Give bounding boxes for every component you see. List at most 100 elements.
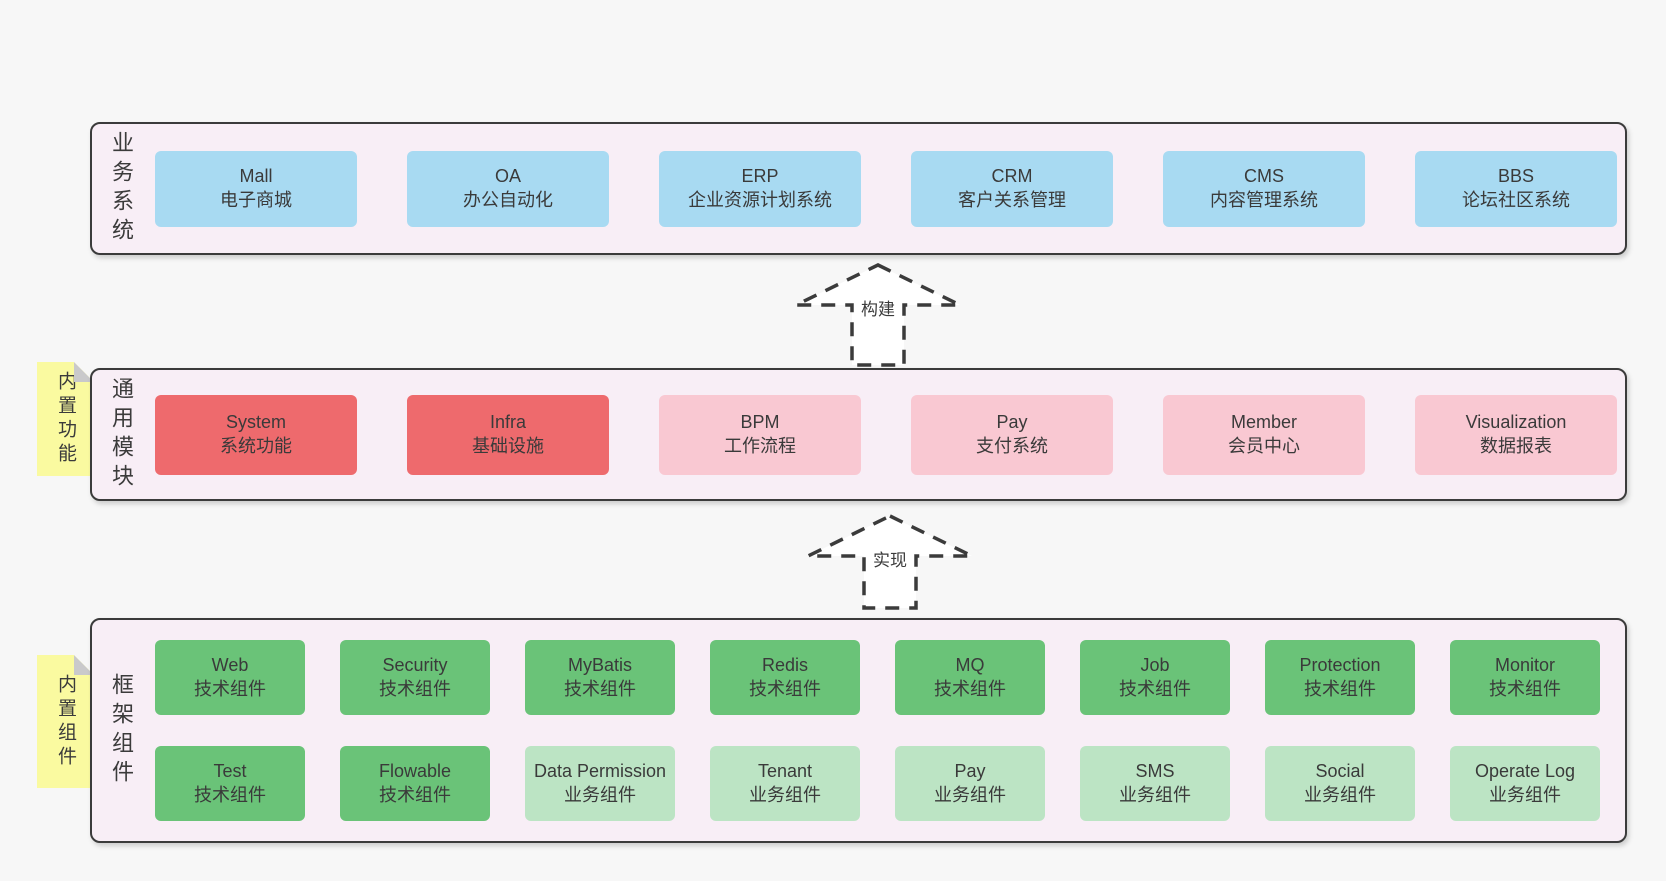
layer-side-label: 通用模块 xyxy=(109,376,134,493)
box-subtitle: 客户关系管理 xyxy=(958,189,1066,210)
box-subtitle: 业务组件 xyxy=(1304,784,1376,805)
layer-side-label: 业务系统 xyxy=(109,130,134,247)
implement-arrow: 实现 xyxy=(802,512,978,624)
sticky-note-builtin-components: 内置组件 xyxy=(37,655,94,788)
box-title: Test xyxy=(213,760,247,781)
box-title: Redis xyxy=(761,654,809,675)
sticky-note-label: 内置组件 xyxy=(55,673,76,770)
box-redis: Redis 技术组件 xyxy=(710,640,860,715)
box-subtitle: 技术组件 xyxy=(1119,678,1191,699)
box-job: Job 技术组件 xyxy=(1080,640,1230,715)
box-pay: Pay 业务组件 xyxy=(895,746,1045,821)
box-title: Member xyxy=(1230,411,1297,432)
box-title: Web xyxy=(211,654,249,675)
box-subtitle: 企业资源计划系统 xyxy=(688,189,832,210)
box-subtitle: 支付系统 xyxy=(976,435,1048,456)
box-bpm: BPM 工作流程 xyxy=(659,394,861,475)
box-title: Flowable xyxy=(378,760,452,781)
box-title: Tenant xyxy=(757,760,813,781)
box-title: OA xyxy=(494,165,521,186)
arrow-label: 构建 xyxy=(855,292,901,323)
box-social: Social 业务组件 xyxy=(1265,746,1415,821)
box-title: Security xyxy=(382,654,448,675)
box-subtitle: 业务组件 xyxy=(1489,784,1561,805)
box-protection: Protection 技术组件 xyxy=(1265,640,1415,715)
box-subtitle: 技术组件 xyxy=(934,678,1006,699)
box-data-permission: Data Permission 业务组件 xyxy=(525,746,675,821)
box-infra: Infra 基础设施 xyxy=(407,394,609,475)
box-title: Social xyxy=(1315,760,1365,781)
box-flowable: Flowable 技术组件 xyxy=(340,746,490,821)
arrow-label: 实现 xyxy=(867,543,913,574)
box-subtitle: 论坛社区系统 xyxy=(1462,189,1570,210)
box-title: BBS xyxy=(1497,165,1535,186)
box-subtitle: 工作流程 xyxy=(724,435,796,456)
box-title: Pay xyxy=(954,760,986,781)
box-title: MQ xyxy=(955,654,985,675)
build-arrow: 构建 xyxy=(790,261,966,373)
box-title: ERP xyxy=(741,165,779,186)
box-subtitle: 基础设施 xyxy=(472,435,544,456)
box-operate-log: Operate Log 业务组件 xyxy=(1450,746,1600,821)
box-crm: CRM 客户关系管理 xyxy=(911,150,1113,227)
box-title: Operate Log xyxy=(1474,760,1576,781)
box-subtitle: 业务组件 xyxy=(564,784,636,805)
box-subtitle: 业务组件 xyxy=(934,784,1006,805)
box-subtitle: 系统功能 xyxy=(220,435,292,456)
box-subtitle: 技术组件 xyxy=(194,678,266,699)
box-web: Web 技术组件 xyxy=(155,640,305,715)
box-mybatis: MyBatis 技术组件 xyxy=(525,640,675,715)
box-monitor: Monitor 技术组件 xyxy=(1450,640,1600,715)
box-title: System xyxy=(225,411,286,432)
box-title: MyBatis xyxy=(567,654,632,675)
box-title: Mall xyxy=(239,165,273,186)
box-title: Infra xyxy=(489,411,527,432)
box-system: System 系统功能 xyxy=(155,394,357,475)
box-row: Test 技术组件 Flowable 技术组件 Data Permission 业务组件 T… xyxy=(155,746,1613,821)
layer-business-systems: 业务系统 Mall 电子商城 OA 办公自动化 ERP 企业资源计划系统 CRM 客户关系管理… xyxy=(90,122,1627,255)
box-subtitle: 电子商城 xyxy=(220,189,292,210)
box-subtitle: 办公自动化 xyxy=(463,189,553,210)
box-subtitle: 技术组件 xyxy=(194,784,266,805)
box-security: Security 技术组件 xyxy=(340,640,490,715)
box-subtitle: 技术组件 xyxy=(379,784,451,805)
box-subtitle: 技术组件 xyxy=(379,678,451,699)
layer-side-label: 框架组件 xyxy=(109,672,134,789)
box-pay: Pay 支付系统 xyxy=(911,394,1113,475)
box-title: Pay xyxy=(996,411,1028,432)
box-title: Data Permission xyxy=(533,760,667,781)
box-subtitle: 数据报表 xyxy=(1480,435,1552,456)
box-erp: ERP 企业资源计划系统 xyxy=(659,150,861,227)
box-subtitle: 技术组件 xyxy=(1304,678,1376,699)
box-title: BPM xyxy=(740,411,780,432)
box-title: Visualization xyxy=(1465,411,1567,432)
box-bbs: BBS 论坛社区系统 xyxy=(1415,150,1617,227)
box-test: Test 技术组件 xyxy=(155,746,305,821)
sticky-note-builtin-features: 内置功能 xyxy=(37,362,94,476)
box-rows-modules: System 系统功能 Infra 基础设施 BPM 工作流程 Pay 支付系统 Member 会… xyxy=(155,370,1617,499)
box-title: Job xyxy=(1140,654,1170,675)
box-mq: MQ 技术组件 xyxy=(895,640,1045,715)
box-subtitle: 业务组件 xyxy=(1119,784,1191,805)
box-subtitle: 技术组件 xyxy=(564,678,636,699)
box-sms: SMS 业务组件 xyxy=(1080,746,1230,821)
box-subtitle: 内容管理系统 xyxy=(1210,189,1318,210)
box-subtitle: 会员中心 xyxy=(1228,435,1300,456)
layer-common-modules: 通用模块 System 系统功能 Infra 基础设施 BPM 工作流程 Pay 支付系统 Me… xyxy=(90,368,1627,501)
box-member: Member 会员中心 xyxy=(1163,394,1365,475)
box-subtitle: 技术组件 xyxy=(1489,678,1561,699)
box-subtitle: 技术组件 xyxy=(749,678,821,699)
box-title: CRM xyxy=(991,165,1033,186)
box-title: SMS xyxy=(1135,760,1175,781)
box-title: Protection xyxy=(1299,654,1381,675)
box-title: Monitor xyxy=(1494,654,1556,675)
sticky-note-label: 内置功能 xyxy=(55,371,76,467)
box-row: System 系统功能 Infra 基础设施 BPM 工作流程 Pay 支付系统 Member 会… xyxy=(155,394,1617,475)
